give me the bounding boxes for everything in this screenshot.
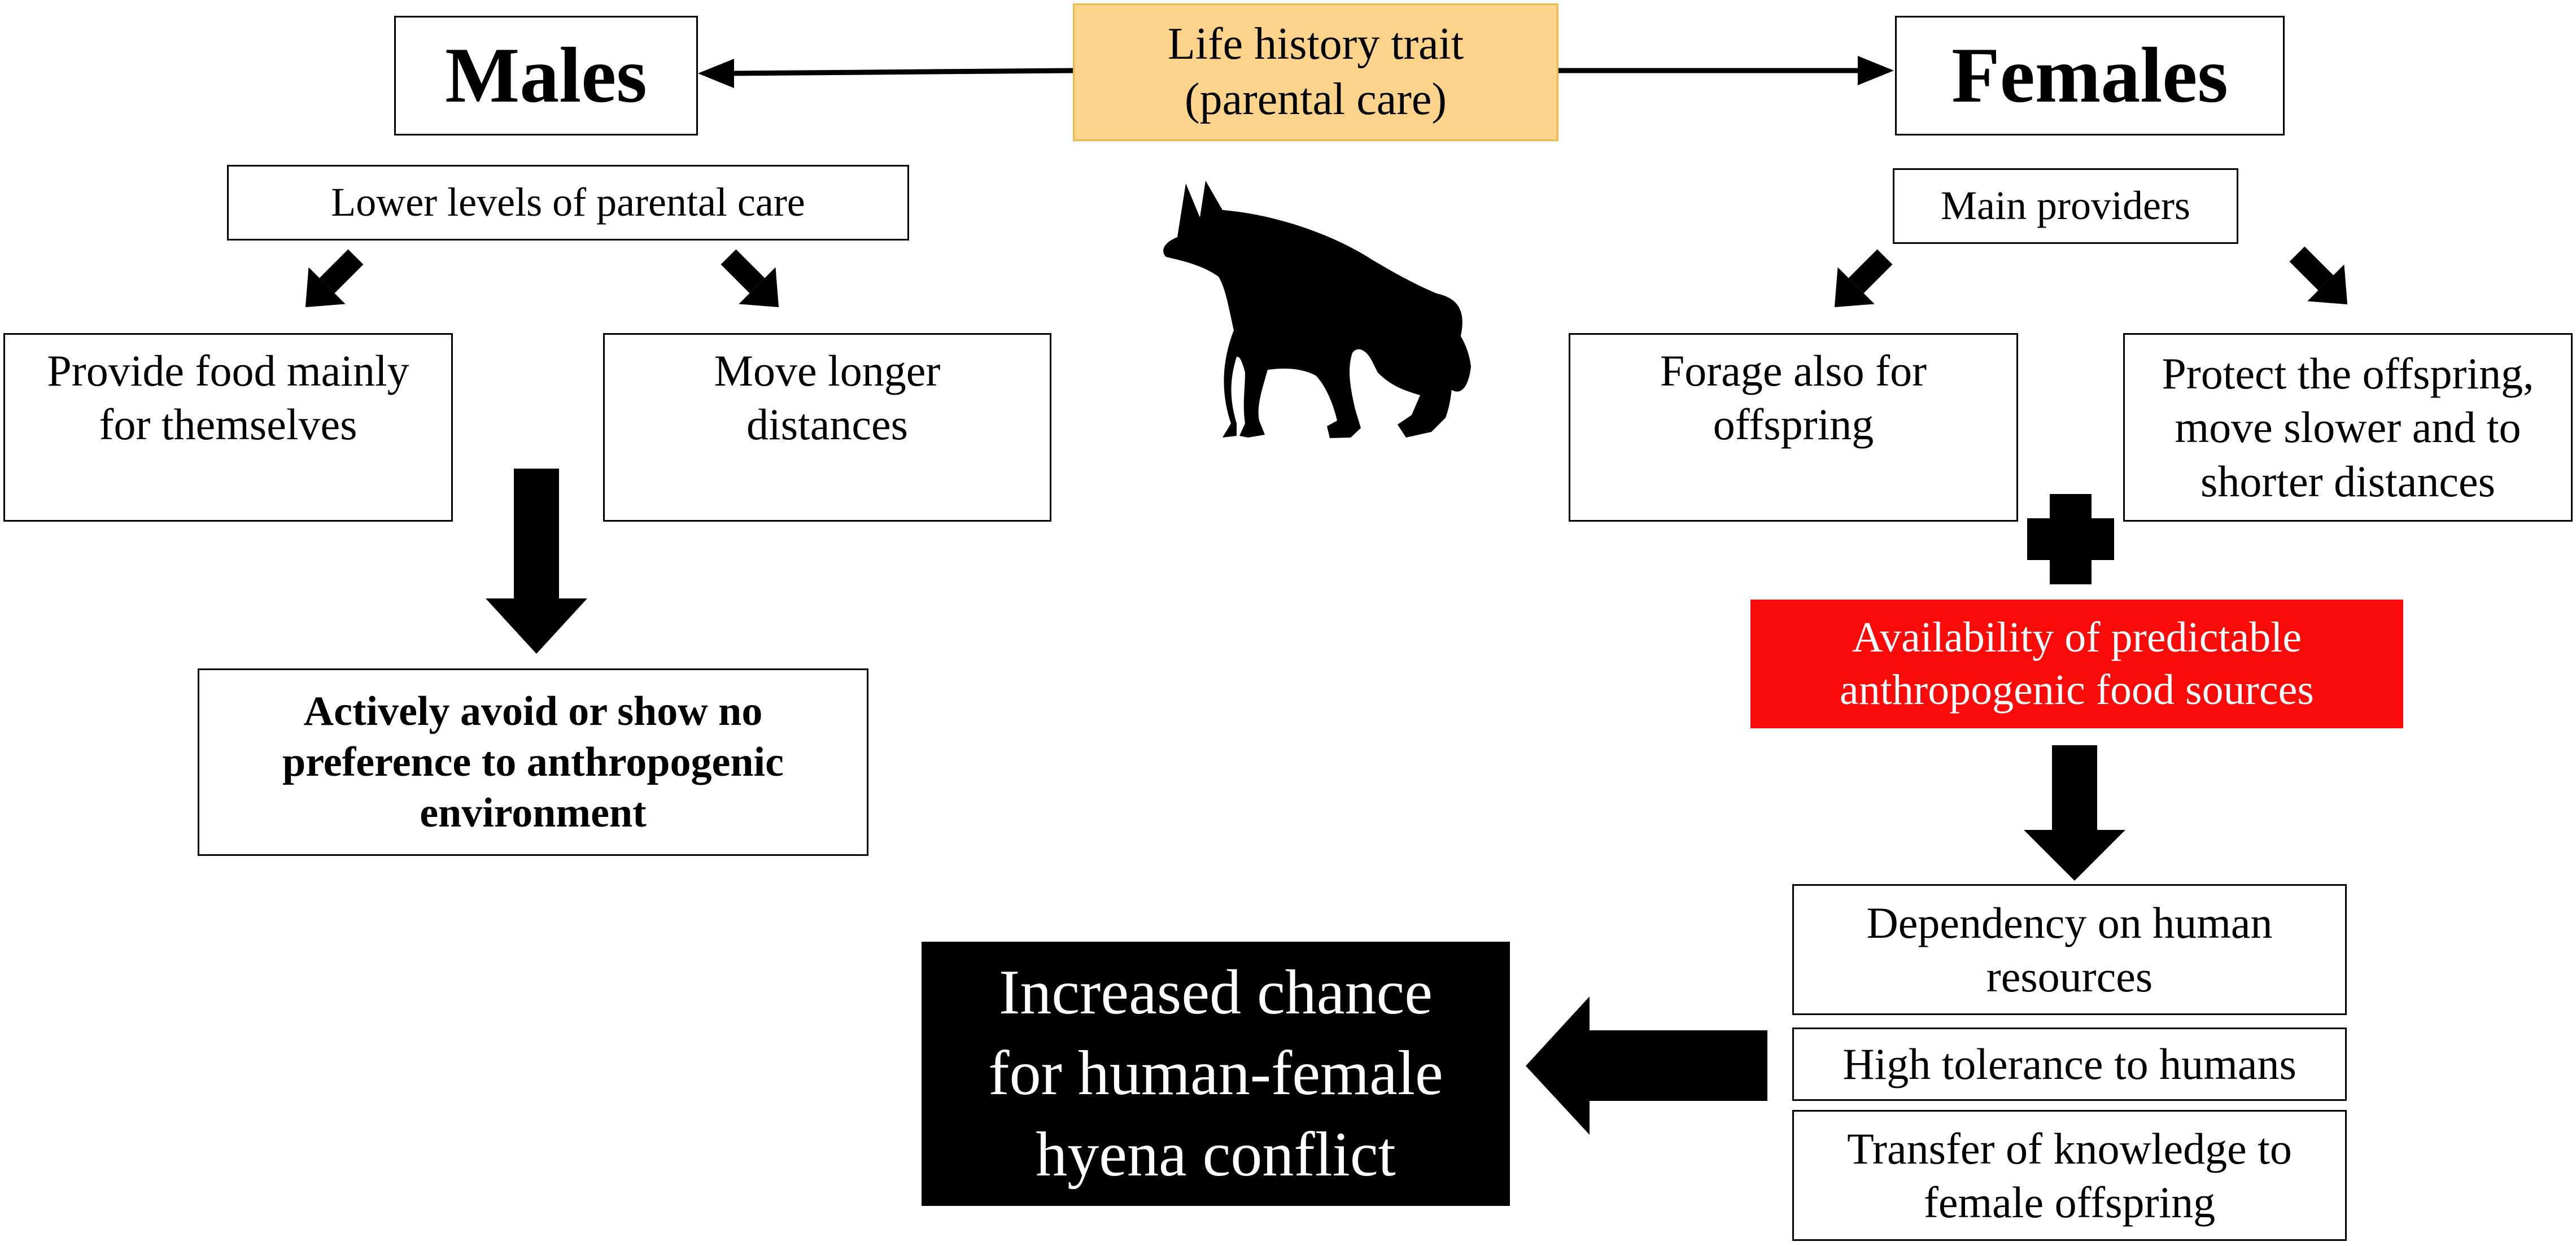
males-title-box: Males [394, 16, 698, 135]
result-label: Increased chance for human-female hyena … [988, 957, 1443, 1190]
dependency-label: Dependency on human resources [1866, 898, 2273, 1001]
arrow-male-down [486, 469, 587, 654]
tolerance-label: High tolerance to humans [1843, 1039, 2296, 1089]
male-outcome-box: Actively avoid or show no preference to … [198, 668, 868, 856]
arrow-male-to-food [305, 249, 364, 308]
female-protect-label: Protect the offspring, move slower and t… [2162, 349, 2534, 506]
male-care-label: Lower levels of parental care [331, 180, 805, 225]
male-move-box: Move longer distances [603, 333, 1051, 522]
life-history-trait-label: Life history trait (parental care) [1167, 19, 1464, 124]
tolerance-box: High tolerance to humans [1792, 1028, 2347, 1101]
male-food-box: Provide food mainly for themselves [3, 333, 453, 522]
arrow-female-to-protect [2289, 246, 2348, 305]
transfer-label: Transfer of knowledge to female offsprin… [1847, 1123, 2292, 1227]
arrow-to-females [1558, 56, 1894, 85]
availability-label: Availability of predictable anthropogeni… [1840, 614, 2314, 714]
result-box: Increased chance for human-female hyena … [922, 942, 1510, 1206]
male-outcome-label: Actively avoid or show no preference to … [282, 688, 784, 837]
plus-icon [2027, 494, 2114, 584]
transfer-box: Transfer of knowledge to female offsprin… [1792, 1110, 2347, 1241]
female-care-label: Main providers [1941, 183, 2190, 229]
female-care-box: Main providers [1893, 168, 2238, 244]
male-care-box: Lower levels of parental care [227, 165, 909, 241]
males-title: Males [445, 32, 647, 119]
female-forage-label: Forage also for offspring [1660, 346, 1927, 449]
life-history-trait-box: Life history trait (parental care) [1073, 3, 1558, 141]
arrow-female-to-forage [1834, 249, 1893, 308]
females-title: Females [1951, 32, 2228, 119]
female-forage-box: Forage also for offspring [1569, 333, 2018, 522]
female-protect-box: Protect the offspring, move slower and t… [2123, 333, 2573, 522]
females-title-box: Females [1895, 16, 2285, 135]
arrow-female-down [2024, 745, 2125, 881]
hyena-silhouette-icon [1163, 181, 1471, 438]
male-move-label: Move longer distances [714, 346, 941, 449]
availability-box: Availability of predictable anthropogeni… [1750, 600, 2403, 728]
male-food-label: Provide food mainly for themselves [47, 346, 409, 449]
arrow-to-result [1526, 996, 1767, 1135]
arrow-to-males [698, 59, 1073, 88]
dependency-box: Dependency on human resources [1792, 884, 2347, 1015]
arrow-male-to-move [721, 249, 779, 308]
